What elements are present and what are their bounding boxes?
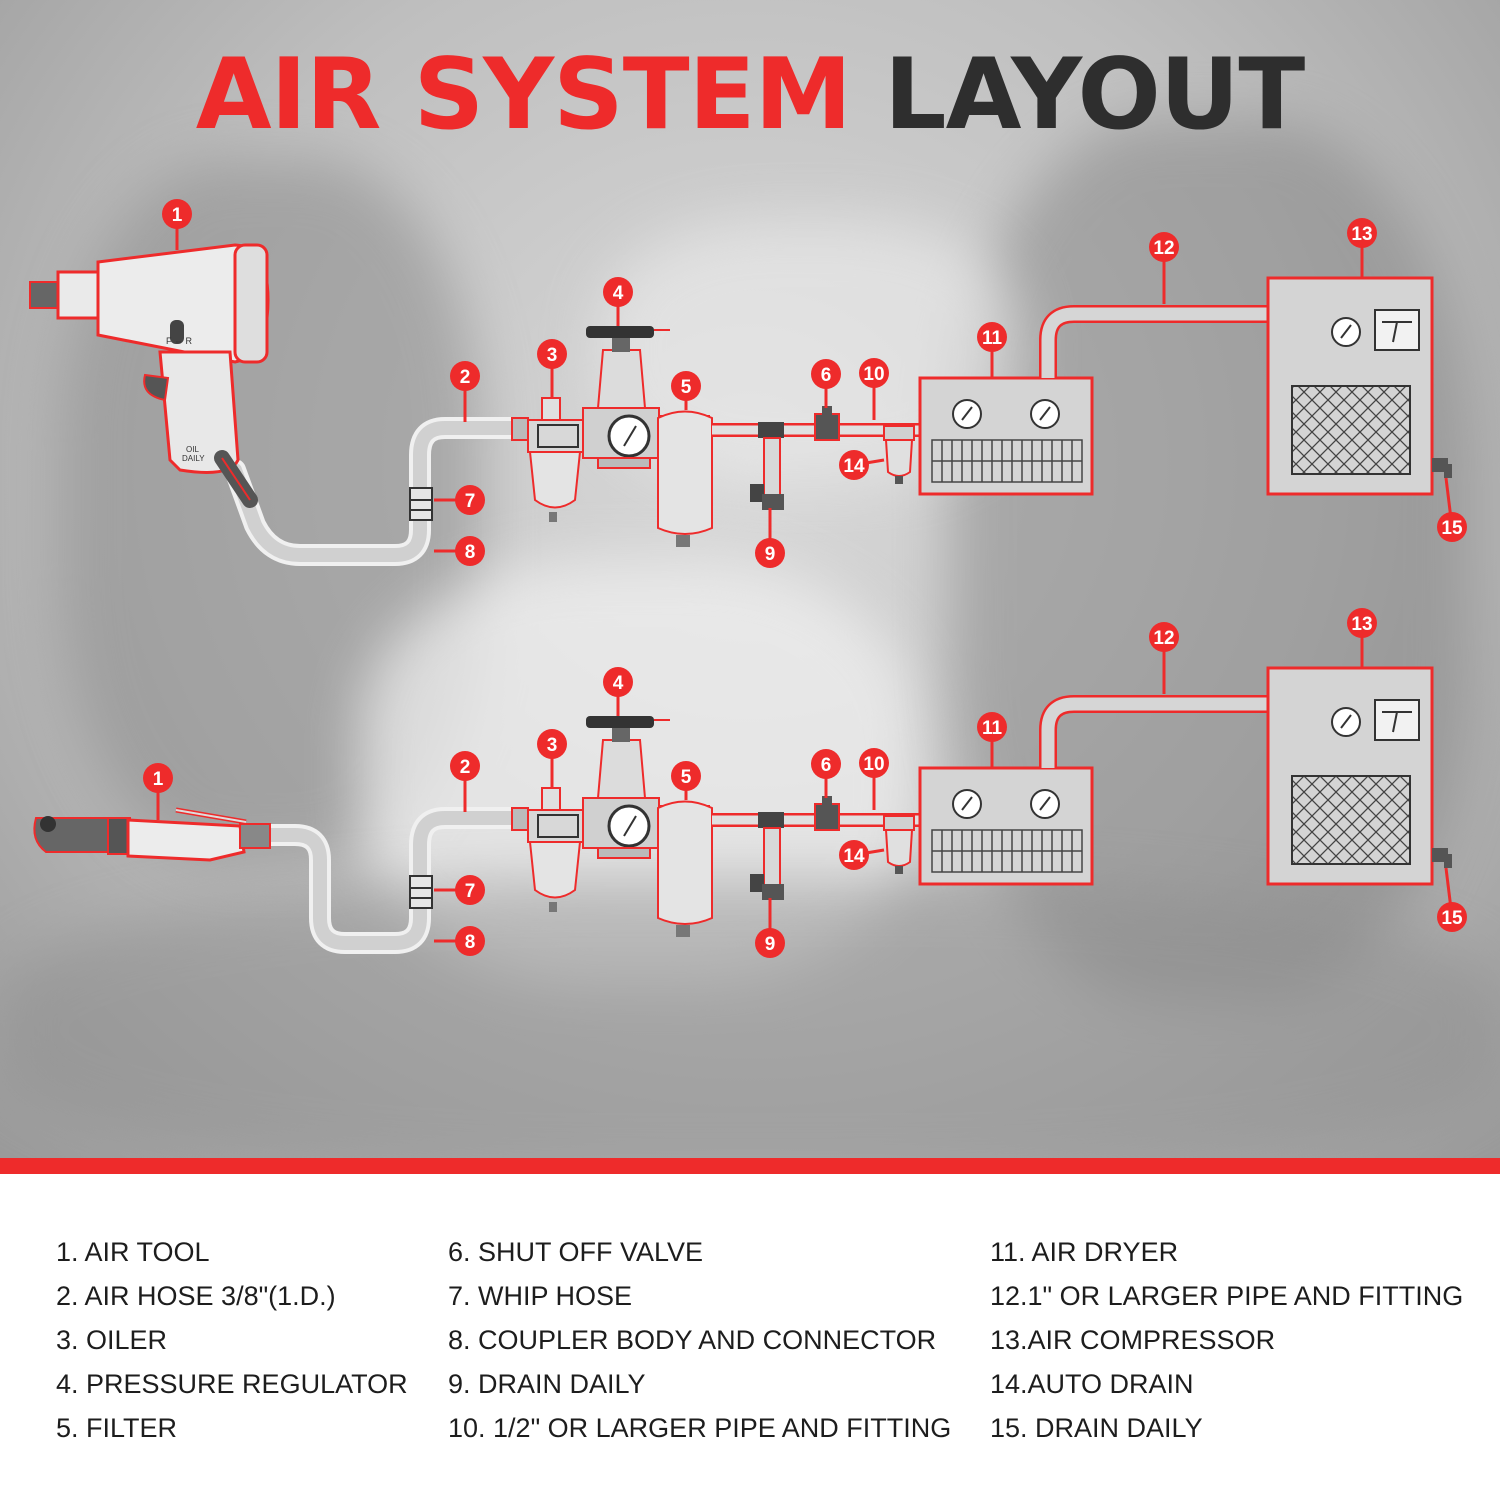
air-ratchet — [33, 807, 271, 862]
legend-item-9: 9. DRAIN DAILY — [448, 1369, 646, 1399]
callout-number: 14 — [843, 846, 865, 867]
callout-6-system1: 6 — [811, 359, 841, 408]
callout-2-system2: 2 — [450, 751, 480, 812]
callout-number: 10 — [863, 754, 884, 775]
callout-number: 3 — [547, 345, 558, 366]
callout-5-system2: 5 — [671, 761, 701, 800]
accent-band — [0, 1158, 1500, 1174]
legend-item-13: 13.AIR COMPRESSOR — [990, 1325, 1276, 1355]
legend-item-14: 14.AUTO DRAIN — [990, 1369, 1194, 1399]
direction-label: F ⇔ R — [166, 336, 192, 346]
legend-item-15: 15. DRAIN DAILY — [990, 1413, 1203, 1443]
callout-number: 6 — [821, 365, 832, 386]
callout-8-system2: 8 — [434, 926, 485, 956]
legend-item-4: 4. PRESSURE REGULATOR — [56, 1369, 408, 1399]
impact-wrench: F ⇔ R OIL DAILY — [29, 243, 270, 508]
callout-number: 13 — [1351, 614, 1372, 635]
frl-unit — [511, 326, 713, 547]
oil-label-1: OIL — [186, 445, 199, 454]
callout-4-system2: 4 — [603, 667, 633, 716]
legend-panel: 1. AIR TOOL 2. AIR HOSE 3/8"(1.D.) 3. OI… — [0, 1174, 1500, 1500]
callout-14-system2: 14 — [839, 840, 885, 870]
callout-number: 9 — [765, 934, 776, 955]
callout-13-system1: 13 — [1347, 218, 1377, 278]
legend-item-3: 3. OILER — [56, 1325, 168, 1355]
callout-1-system1: 1 — [162, 199, 192, 250]
callout-number: 8 — [465, 932, 476, 953]
callout-number: 15 — [1441, 908, 1463, 929]
callout-number: 2 — [460, 757, 471, 778]
callout-number: 11 — [982, 718, 1003, 739]
oil-label-2: DAILY — [182, 454, 205, 463]
callout-10-system1: 10 — [859, 358, 889, 420]
callout-number: 5 — [681, 767, 692, 788]
legend-item-8: 8. COUPLER BODY AND CONNECTOR — [448, 1325, 937, 1355]
callout-number: 15 — [1441, 518, 1463, 539]
legend-item-12: 12.1" OR LARGER PIPE AND FITTING — [990, 1281, 1464, 1311]
coupler-body — [409, 487, 433, 521]
frl-unit-2 — [511, 716, 713, 937]
callout-14-system1: 14 — [839, 450, 885, 480]
callout-number: 9 — [765, 544, 776, 565]
callout-number: 5 — [681, 377, 692, 398]
legend-item-10: 10. 1/2" OR LARGER PIPE AND FITTING — [448, 1413, 952, 1443]
callout-number: 11 — [982, 328, 1003, 349]
legend-item-6: 6. SHUT OFF VALVE — [448, 1237, 704, 1267]
title-part-red: AIR SYSTEM — [195, 38, 852, 152]
callout-12-system1: 12 — [1149, 232, 1179, 304]
callout-number: 2 — [460, 367, 471, 388]
callout-2-system1: 2 — [450, 361, 480, 422]
callout-15-system2: 15 — [1437, 867, 1467, 932]
callout-number: 1 — [172, 205, 183, 226]
callout-7-system1: 7 — [434, 485, 485, 515]
callout-number: 10 — [863, 364, 884, 385]
callout-9-system2: 9 — [755, 898, 785, 958]
callout-9-system1: 9 — [755, 508, 785, 568]
callout-3-system1: 3 — [537, 339, 567, 398]
callout-10-system2: 10 — [859, 748, 889, 810]
air-dryer — [918, 376, 1094, 496]
callout-8-system1: 8 — [434, 536, 485, 566]
callout-number: 7 — [465, 881, 476, 902]
system-impact-wrench: F ⇔ R OIL DAILY — [29, 243, 1452, 566]
callout-number: 4 — [613, 673, 624, 694]
callout-number: 7 — [465, 491, 476, 512]
callout-number: 13 — [1351, 224, 1372, 245]
air-system-diagram: F ⇔ R OIL DAILY — [29, 199, 1467, 958]
callout-13-system2: 13 — [1347, 608, 1377, 668]
legend-item-2: 2. AIR HOSE 3/8"(1.D.) — [56, 1281, 336, 1311]
callout-number: 12 — [1153, 238, 1174, 259]
callout-number: 4 — [613, 283, 624, 304]
legend-column-3: 11. AIR DRYER 12.1" OR LARGER PIPE AND F… — [990, 1230, 1463, 1450]
callout-number: 1 — [153, 769, 164, 790]
title-part-dark: LAYOUT — [884, 38, 1305, 152]
system-ratchet — [33, 666, 1452, 954]
callout-4-system1: 4 — [603, 277, 633, 326]
legend-column-2: 6. SHUT OFF VALVE 7. WHIP HOSE 8. COUPLE… — [448, 1230, 951, 1450]
callout-number: 3 — [547, 735, 558, 756]
callout-12-system2: 12 — [1149, 622, 1179, 694]
callout-1-system2: 1 — [143, 763, 173, 820]
callout-number: 14 — [843, 456, 865, 477]
legend-column-1: 1. AIR TOOL 2. AIR HOSE 3/8"(1.D.) 3. OI… — [56, 1230, 408, 1450]
callout-number: 8 — [465, 542, 476, 563]
callout-11-system2: 11 — [977, 712, 1007, 768]
callout-15-system1: 15 — [1437, 477, 1467, 542]
legend-item-11: 11. AIR DRYER — [990, 1237, 1179, 1267]
callout-6-system2: 6 — [811, 749, 841, 798]
legend-item-1: 1. AIR TOOL — [56, 1237, 210, 1267]
page-title: AIR SYSTEM LAYOUT — [0, 40, 1500, 150]
hero-background: AIR SYSTEM LAYOUT — [0, 0, 1500, 1158]
callout-5-system1: 5 — [671, 371, 701, 410]
callout-3-system2: 3 — [537, 729, 567, 788]
callout-7-system2: 7 — [434, 875, 485, 905]
legend-item-7: 7. WHIP HOSE — [448, 1281, 633, 1311]
legend-item-5: 5. FILTER — [56, 1413, 178, 1443]
callout-number: 6 — [821, 755, 832, 776]
callout-11-system1: 11 — [977, 322, 1007, 378]
callout-number: 12 — [1153, 628, 1174, 649]
